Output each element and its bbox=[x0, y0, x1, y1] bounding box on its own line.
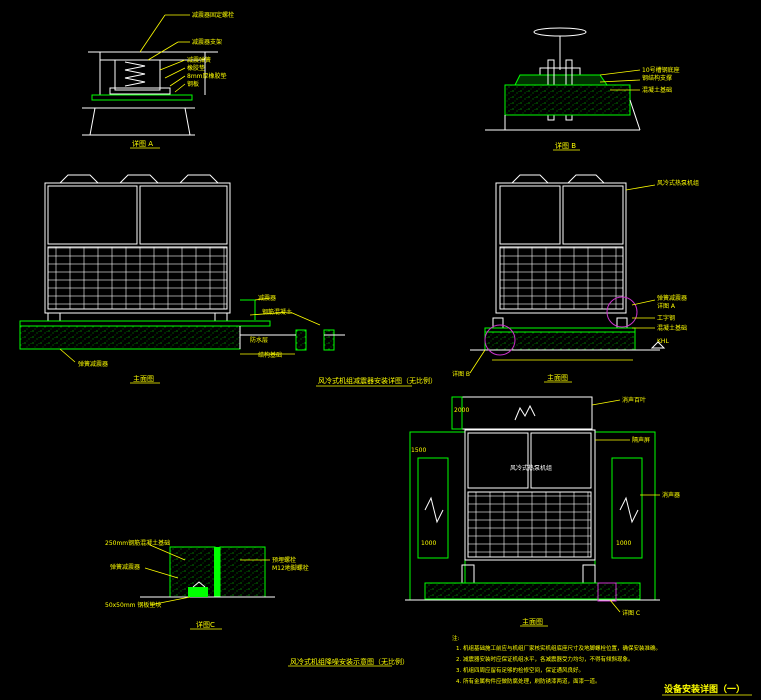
view-3-dim-3: 1000 bbox=[421, 540, 436, 547]
view-3-callout-3: 消声器 bbox=[662, 491, 680, 499]
view-3-unit-label: 风冷式热泵机组 bbox=[510, 464, 552, 472]
view-3-caption: 主面图 bbox=[522, 617, 543, 626]
view-1-caption: 主面图 bbox=[133, 374, 154, 383]
detail-c-callout-5: M12地脚螺栓 bbox=[272, 564, 309, 572]
detail-b-callout-3: 混凝土基础 bbox=[642, 86, 672, 94]
view-1: 减震器 钢筋混凝土 防水层 结构基础 弹簧减震器 主面图 bbox=[19, 174, 345, 384]
view-3-dim-1: 2000 bbox=[454, 407, 469, 414]
view-3-dim-2: 1500 bbox=[411, 447, 426, 454]
view-1-callout-5: 弹簧减震器 bbox=[78, 360, 108, 368]
detail-b-callout-2: 钢结构支撑 bbox=[642, 74, 672, 82]
view-1-callout-2: 钢筋混凝土 bbox=[262, 308, 292, 316]
view-3-dim-4: 1000 bbox=[616, 540, 631, 547]
view-3: 2000 1500 1000 1000 风冷式热泵机组 消声百叶 隔声屏 消声器… bbox=[405, 396, 680, 627]
view-1-callout-3: 防水层 bbox=[250, 336, 268, 344]
detail-a-callout-6: 钢板 bbox=[187, 80, 199, 88]
detail-b-caption: 详图 B bbox=[555, 141, 576, 150]
view-3-callout-4: 详图 C bbox=[622, 609, 640, 617]
view-1-callout-4: 结构基础 bbox=[258, 351, 282, 359]
detail-c: 250mm钢筋混凝土基础 弹簧减震器 50x50mm 钢板垫块 预埋螺栓 M12… bbox=[105, 539, 309, 630]
detail-a-callout-4: 橡胶垫 bbox=[187, 64, 205, 72]
detail-c-callout-4: 预埋螺栓 bbox=[272, 556, 296, 564]
view-3-callout-2: 隔声屏 bbox=[632, 436, 650, 444]
sheet-title: 设备安装详图（一） bbox=[664, 683, 745, 695]
view-2-caption: 主面图 bbox=[547, 373, 568, 382]
detail-a-callout-2: 减震器支架 bbox=[192, 38, 222, 46]
view-2-callout-3: 详图 A bbox=[657, 302, 676, 310]
view-2-callout-5: 混凝土基础 bbox=[657, 324, 687, 332]
detail-a: 减震器固定螺栓 减震器支架 减震弹簧 橡胶垫 8mm厚橡胶垫 钢板 详图 A bbox=[82, 11, 234, 149]
title-mid: 风冷式机组减震器安装详图（无比例） bbox=[318, 376, 437, 385]
view-2-callout-7: KHL bbox=[657, 338, 669, 345]
detail-a-callout-1: 减震器固定螺栓 bbox=[192, 11, 234, 19]
view-1-callout-1: 减震器 bbox=[258, 294, 276, 302]
view-3-callout-1: 消声百叶 bbox=[622, 396, 646, 404]
detail-a-callout-5: 8mm厚橡胶垫 bbox=[187, 72, 227, 80]
view-2: 风冷式热泵机组 弹簧减震器 详图 A 工字钢 混凝土基础 详图 B KHL 主面… bbox=[452, 174, 699, 383]
detail-c-callout-1: 250mm钢筋混凝土基础 bbox=[105, 539, 170, 547]
view-2-callout-4: 工字钢 bbox=[657, 314, 675, 322]
notes-item-1: 1. 机组基础施工前应与机组厂家核实机组底座尺寸及地脚螺栓位置，确保安装准确。 bbox=[456, 644, 661, 652]
detail-c-callout-3: 50x50mm 钢板垫块 bbox=[105, 601, 161, 609]
notes-item-4: 4. 所有金属构件应做防腐处理，刷防锈漆两道，面漆一道。 bbox=[456, 677, 601, 685]
detail-b: 10号槽钢底座 钢结构支撑 混凝土基础 详图 B bbox=[485, 27, 680, 151]
view-2-callout-6: 详图 B bbox=[452, 370, 470, 378]
detail-a-caption: 详图 A bbox=[132, 139, 153, 148]
notes-item-3: 3. 机组四周应留有足够的检修空间，保证通风良好。 bbox=[456, 666, 584, 674]
detail-b-callout-1: 10号槽钢底座 bbox=[642, 66, 680, 74]
detail-c-caption: 详图C bbox=[196, 620, 215, 629]
detail-c-callout-2: 弹簧减震器 bbox=[110, 563, 140, 571]
title-bottom: 风冷式机组降噪安装示意图（无比例） bbox=[290, 657, 409, 666]
detail-a-callout-3: 减震弹簧 bbox=[187, 56, 211, 64]
notes-header: 注: bbox=[452, 634, 460, 642]
notes: 注: 1. 机组基础施工前应与机组厂家核实机组底座尺寸及地脚螺栓位置，确保安装准… bbox=[452, 634, 661, 685]
view-2-callout-1: 风冷式热泵机组 bbox=[657, 179, 699, 187]
view-2-callout-2: 弹簧减震器 bbox=[657, 294, 687, 302]
notes-item-2: 2. 减震器安装时应保证机组水平，各减震器受力均匀，不得有倾斜现象。 bbox=[456, 655, 634, 663]
